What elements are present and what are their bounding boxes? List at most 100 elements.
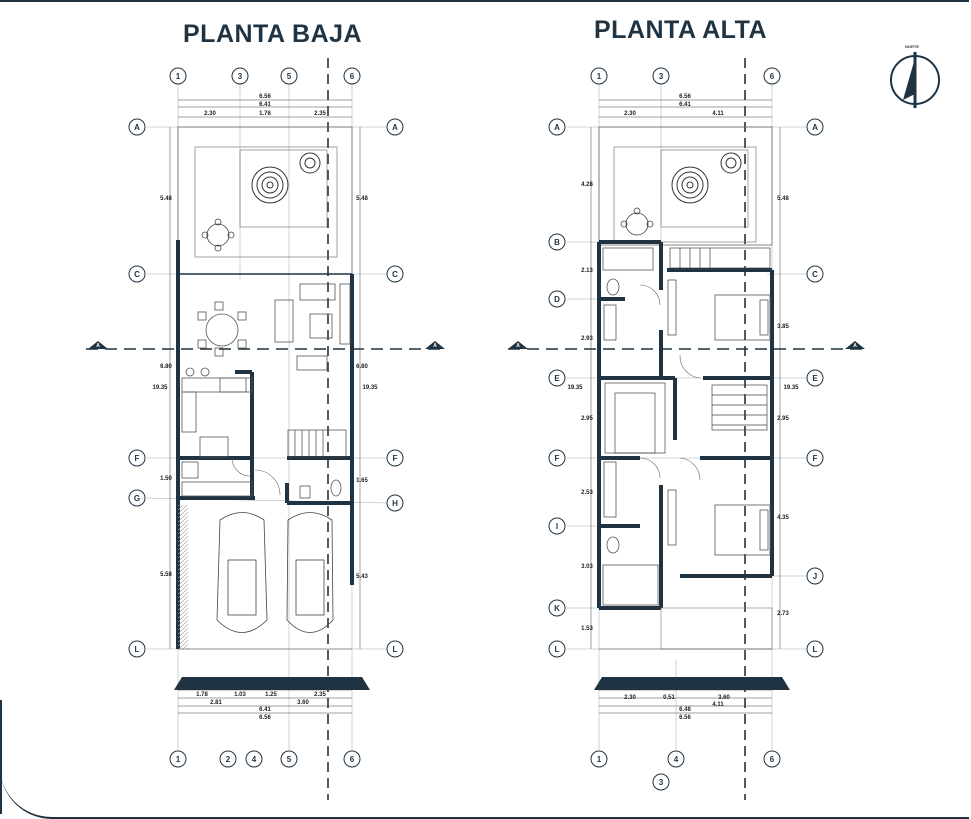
ground-col-top-2-label: 5 — [287, 72, 292, 81]
upper-col-bottom-2-label: 3 — [659, 778, 664, 787]
ground-floor-title: PLANTA BAJA — [183, 20, 363, 48]
upper-dim-top-1: 6.41 — [679, 102, 691, 108]
upper-row-right-3-bubble — [806, 449, 824, 467]
ground-row-right-4-label: L — [393, 645, 398, 654]
upper-dim-bottom-0: 2.30 — [624, 695, 636, 701]
upper-dim-left-4: 2.95 — [581, 416, 593, 422]
upper-row-left-1-bubble — [548, 233, 566, 251]
ground-dim-right-4: 5.43 — [356, 574, 368, 580]
upper-dim-bottom-3: 4.11 — [712, 702, 724, 708]
upper-row-right-5-bubble — [806, 640, 824, 658]
ground-col-top-0-label: 1 — [176, 72, 181, 81]
ground-dim-right-0: 5.48 — [356, 196, 368, 202]
upper-col-bottom-3-label: 6 — [770, 755, 775, 764]
upper-row-right-2-bubble — [806, 369, 824, 387]
upper-row-left-4-bubble — [548, 449, 566, 467]
upper-row-left-7-bubble — [548, 640, 566, 658]
upper-row-left-6-bubble — [548, 599, 566, 617]
upper-dim-right-3: 2.95 — [777, 416, 789, 422]
upper-dim-bottom-5: 6.56 — [679, 715, 691, 721]
ground-col-bottom-1-bubble — [219, 750, 237, 768]
ground-dim-bottom-1: 1.03 — [234, 692, 246, 698]
section-mark-0: A — [96, 343, 100, 349]
ground-dim-bottom-3: 2.35 — [314, 692, 326, 698]
ground-row-left-1-label: C — [134, 270, 140, 279]
ground-col-bottom-0-bubble — [169, 750, 187, 768]
upper-col-top-1-bubble — [652, 67, 670, 85]
ground-col-bottom-3-label: 5 — [287, 755, 292, 764]
ground-dim-top-3: 1.76 — [259, 111, 271, 117]
ground-dim-bottom-6: 6.41 — [259, 707, 271, 713]
ground-dim-right-3: 1.65 — [356, 478, 368, 484]
ground-col-top-1-label: 3 — [238, 72, 243, 81]
upper-dim-right-0: 5.48 — [777, 196, 789, 202]
ground-col-top-3-bubble — [343, 67, 361, 85]
upper-col-top-1-label: 3 — [659, 72, 664, 81]
upper-col-top-2-bubble — [763, 67, 781, 85]
ground-dim-left-0: 5.48 — [160, 196, 172, 202]
upper-col-bottom-3-bubble — [763, 750, 781, 768]
upper-row-left-3-label: E — [554, 374, 560, 383]
upper-dim-right-2: 19.35 — [783, 385, 799, 391]
upper-floor-plan — [508, 58, 867, 800]
ground-row-left-3-bubble — [128, 489, 146, 507]
upper-row-right-1-bubble — [806, 265, 824, 283]
upper-dim-left-7: 1.53 — [581, 626, 593, 632]
ground-dim-bottom-5: 3.60 — [297, 700, 309, 706]
upper-col-bottom-0-label: 1 — [597, 755, 602, 764]
ground-row-right-1-label: C — [392, 270, 398, 279]
ground-dim-top-4: 2.35 — [314, 111, 326, 117]
upper-row-right-2-label: E — [812, 374, 818, 383]
upper-row-left-0-label: A — [554, 123, 560, 132]
ground-row-right-4-bubble — [386, 640, 404, 658]
upper-row-left-5-bubble — [548, 517, 566, 535]
ground-col-bottom-0-label: 1 — [176, 755, 181, 764]
section-mark-1: A — [433, 343, 437, 349]
upper-col-top-0-bubble — [590, 67, 608, 85]
north-arrow-icon: NORTE — [890, 44, 940, 108]
upper-row-right-0-bubble — [806, 118, 824, 136]
upper-row-left-2-bubble — [548, 290, 566, 308]
upper-col-bottom-2-bubble — [652, 773, 670, 791]
ground-col-bottom-2-bubble — [245, 750, 263, 768]
upper-dim-right-4: 4.35 — [777, 515, 789, 521]
upper-floor-title: PLANTA ALTA — [594, 16, 768, 44]
section-mark-2: A — [516, 343, 520, 349]
upper-row-right-4-label: J — [813, 572, 817, 581]
upper-row-right-1-label: C — [812, 270, 818, 279]
ground-dim-top-1: 6.41 — [259, 102, 271, 108]
ground-row-right-2-bubble — [386, 449, 404, 467]
ground-dim-bottom-4: 2.81 — [210, 700, 222, 706]
ground-col-top-1-bubble — [231, 67, 249, 85]
ground-row-left-0-label: A — [134, 123, 140, 132]
upper-row-left-6-label: K — [554, 604, 560, 613]
upper-dim-bottom-4: 6.48 — [679, 707, 691, 713]
ground-row-left-4-label: L — [135, 645, 140, 654]
upper-row-left-7-label: L — [555, 645, 560, 654]
ground-dim-left-1: 6.80 — [160, 364, 172, 370]
ground-col-bottom-1-label: 2 — [226, 755, 231, 764]
ground-row-right-2-label: F — [393, 454, 398, 463]
ground-dim-top-0: 6.56 — [259, 94, 271, 100]
ground-dim-left-2: 19.35 — [152, 385, 168, 391]
ground-dim-right-1: 6.80 — [356, 364, 368, 370]
upper-row-right-0-label: A — [812, 123, 818, 132]
upper-row-left-3-bubble — [548, 369, 566, 387]
upper-col-top-0-label: 1 — [597, 72, 602, 81]
ground-row-right-3-label: H — [392, 499, 398, 508]
ground-row-left-4-bubble — [128, 640, 146, 658]
ground-row-right-3-bubble — [386, 494, 404, 512]
ground-row-left-3-label: G — [134, 494, 140, 503]
upper-dim-top-2: 2.30 — [624, 111, 636, 117]
ground-row-left-2-label: F — [135, 454, 140, 463]
upper-dim-top-0: 6.56 — [679, 94, 691, 100]
upper-row-right-4-bubble — [806, 567, 824, 585]
north-label: NORTE — [905, 44, 919, 49]
ground-row-left-2-bubble — [128, 449, 146, 467]
upper-col-top-2-label: 6 — [770, 72, 775, 81]
upper-col-bottom-1-bubble — [667, 750, 685, 768]
upper-row-right-5-label: L — [813, 645, 818, 654]
ground-col-bottom-2-label: 4 — [252, 755, 257, 764]
